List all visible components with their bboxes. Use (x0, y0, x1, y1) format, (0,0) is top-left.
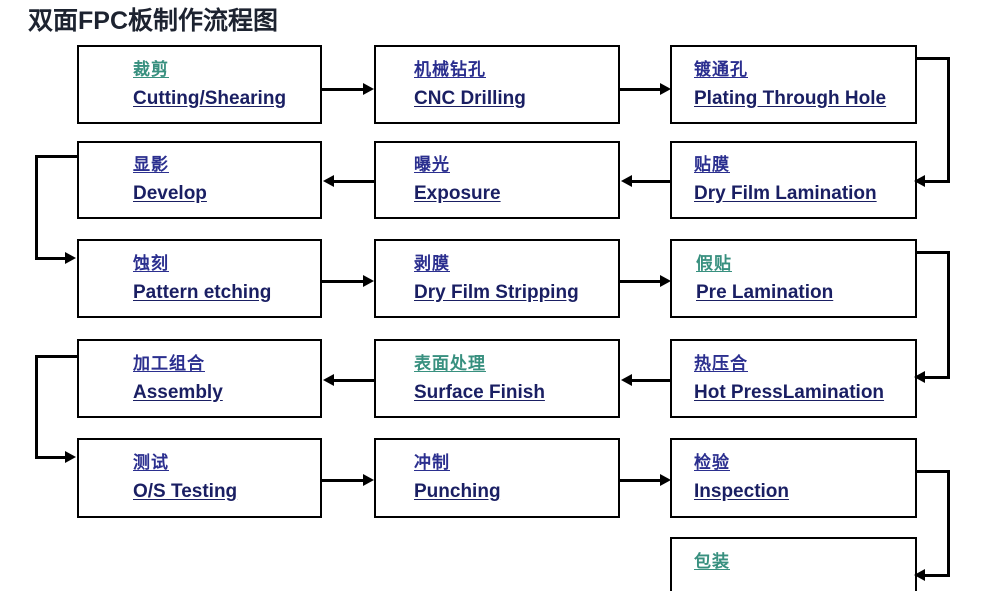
arrowhead-dry-film-stripping-in (363, 275, 374, 287)
node-pre-lamination-cn: 假贴 (696, 253, 732, 273)
node-pre-lamination[interactable]: 假贴 Pre Lamination (670, 239, 917, 318)
node-packaging-cn: 包装 (694, 552, 730, 571)
connector-assembly-out-v (35, 355, 38, 458)
node-exposure[interactable]: 曝光 Exposure (374, 141, 620, 219)
node-cutting[interactable]: 裁剪 Cutting/Shearing (77, 45, 322, 124)
arrowhead-develop-in (323, 175, 334, 187)
node-pattern-etching-en: Pattern etching (133, 281, 272, 303)
node-dry-film-stripping-en: Dry Film Stripping (414, 281, 579, 303)
node-cnc-drilling-en: CNC Drilling (414, 87, 526, 109)
arrowhead-cnc-drilling-in (363, 83, 374, 95)
node-cutting-en: Cutting/Shearing (133, 87, 287, 109)
connector-hotpress-to-surfacefinish (632, 379, 670, 382)
arrowhead-assembly-in (323, 374, 334, 386)
arrowhead-exposure-in (621, 175, 632, 187)
node-develop[interactable]: 显影 Develop (77, 141, 322, 219)
node-punching[interactable]: 冲制 Punching (374, 438, 620, 518)
connector-into-packaging-h (925, 574, 950, 577)
connector-inspection-out-v (947, 470, 950, 576)
node-cnc-drilling[interactable]: 机械钻孔 CNC Drilling (374, 45, 620, 124)
connector-into-os-testing-h (35, 456, 67, 459)
connector-into-pattern-etching-h (35, 257, 67, 260)
node-surface-finish-en: Surface Finish (414, 381, 545, 403)
node-hot-press-lamination-en: Hot PressLamination (694, 381, 885, 403)
connector-assembly-out-h (35, 355, 79, 358)
node-dry-film-lamination-en: Dry Film Lamination (694, 183, 877, 204)
node-punching-en: Punching (414, 481, 501, 502)
connector-exposure-to-develop (334, 180, 374, 183)
node-assembly-en: Assembly (133, 381, 223, 403)
arrowhead-punching-in (363, 474, 374, 486)
node-assembly[interactable]: 加工组合 Assembly (77, 339, 322, 418)
connector-inspection-out-h (915, 470, 950, 473)
node-cutting-cn: 裁剪 (133, 59, 169, 79)
node-cnc-drilling-cn: 机械钻孔 (414, 59, 486, 79)
node-plating-through-hole[interactable]: 镀通孔 Plating Through Hole (670, 45, 917, 124)
arrowhead-plating-in (660, 83, 671, 95)
node-inspection[interactable]: 检验 Inspection (670, 438, 917, 518)
connector-plating-out-h (915, 57, 950, 60)
node-dry-film-stripping[interactable]: 剥膜 Dry Film Stripping (374, 239, 620, 318)
node-os-testing-cn: 测试 (133, 453, 169, 472)
connector-dryfilmstrip-to-prelam (620, 280, 662, 283)
node-inspection-en: Inspection (694, 481, 790, 502)
node-surface-finish[interactable]: 表面处理 Surface Finish (374, 339, 620, 418)
connector-develop-out-h (35, 155, 79, 158)
node-develop-cn: 显影 (133, 155, 169, 174)
node-dry-film-lamination-cn: 贴膜 (694, 155, 730, 174)
node-exposure-cn: 曝光 (414, 155, 450, 174)
connector-develop-out-v (35, 155, 38, 259)
node-develop-en: Develop (133, 183, 207, 204)
connector-prelam-out-h (915, 251, 950, 254)
node-packaging[interactable]: 包装 (670, 537, 917, 591)
node-inspection-cn: 检验 (694, 453, 730, 472)
connector-patternetch-to-dryfilmstrip (322, 280, 365, 283)
connector-punching-to-inspection (620, 479, 662, 482)
connector-plating-out-v (947, 57, 950, 182)
node-dry-film-lamination[interactable]: 贴膜 Dry Film Lamination (670, 141, 917, 219)
node-plating-through-hole-cn: 镀通孔 (694, 59, 748, 79)
arrowhead-dry-film-lamination-in (914, 175, 925, 187)
connector-cnc-to-plating (620, 88, 662, 91)
arrowhead-os-testing-in (65, 451, 76, 463)
node-surface-finish-cn: 表面处理 (414, 353, 486, 373)
connector-surfacefinish-to-assembly (334, 379, 374, 382)
node-plating-through-hole-en: Plating Through Hole (694, 87, 887, 109)
node-pattern-etching[interactable]: 蚀刻 Pattern etching (77, 239, 322, 318)
node-dry-film-stripping-cn: 剥膜 (414, 253, 450, 273)
arrowhead-packaging-in (914, 569, 925, 581)
node-hot-press-lamination-cn: 热压合 (694, 353, 748, 373)
node-os-testing-en: O/S Testing (133, 481, 238, 502)
arrowhead-inspection-in (660, 474, 671, 486)
node-punching-cn: 冲制 (414, 453, 450, 472)
node-pre-lamination-en: Pre Lamination (696, 281, 834, 303)
arrowhead-hot-press-in (914, 371, 925, 383)
connector-into-hotpress-h (925, 376, 950, 379)
page-title: 双面FPC板制作流程图 (28, 7, 279, 35)
connector-into-dry-film-lam-h (925, 180, 950, 183)
connector-prelam-out-v (947, 251, 950, 378)
node-exposure-en: Exposure (414, 183, 501, 204)
arrowhead-pre-lamination-in (660, 275, 671, 287)
connector-ostesting-to-punching (322, 479, 365, 482)
node-assembly-cn: 加工组合 (133, 353, 205, 373)
connector-dryfilmlam-to-exposure (632, 180, 670, 183)
node-os-testing[interactable]: 测试 O/S Testing (77, 438, 322, 518)
node-pattern-etching-cn: 蚀刻 (133, 253, 169, 273)
node-hot-press-lamination[interactable]: 热压合 Hot PressLamination (670, 339, 917, 418)
arrowhead-surface-finish-in (621, 374, 632, 386)
arrowhead-pattern-etching-in (65, 252, 76, 264)
connector-cutting-to-cnc (322, 88, 365, 91)
